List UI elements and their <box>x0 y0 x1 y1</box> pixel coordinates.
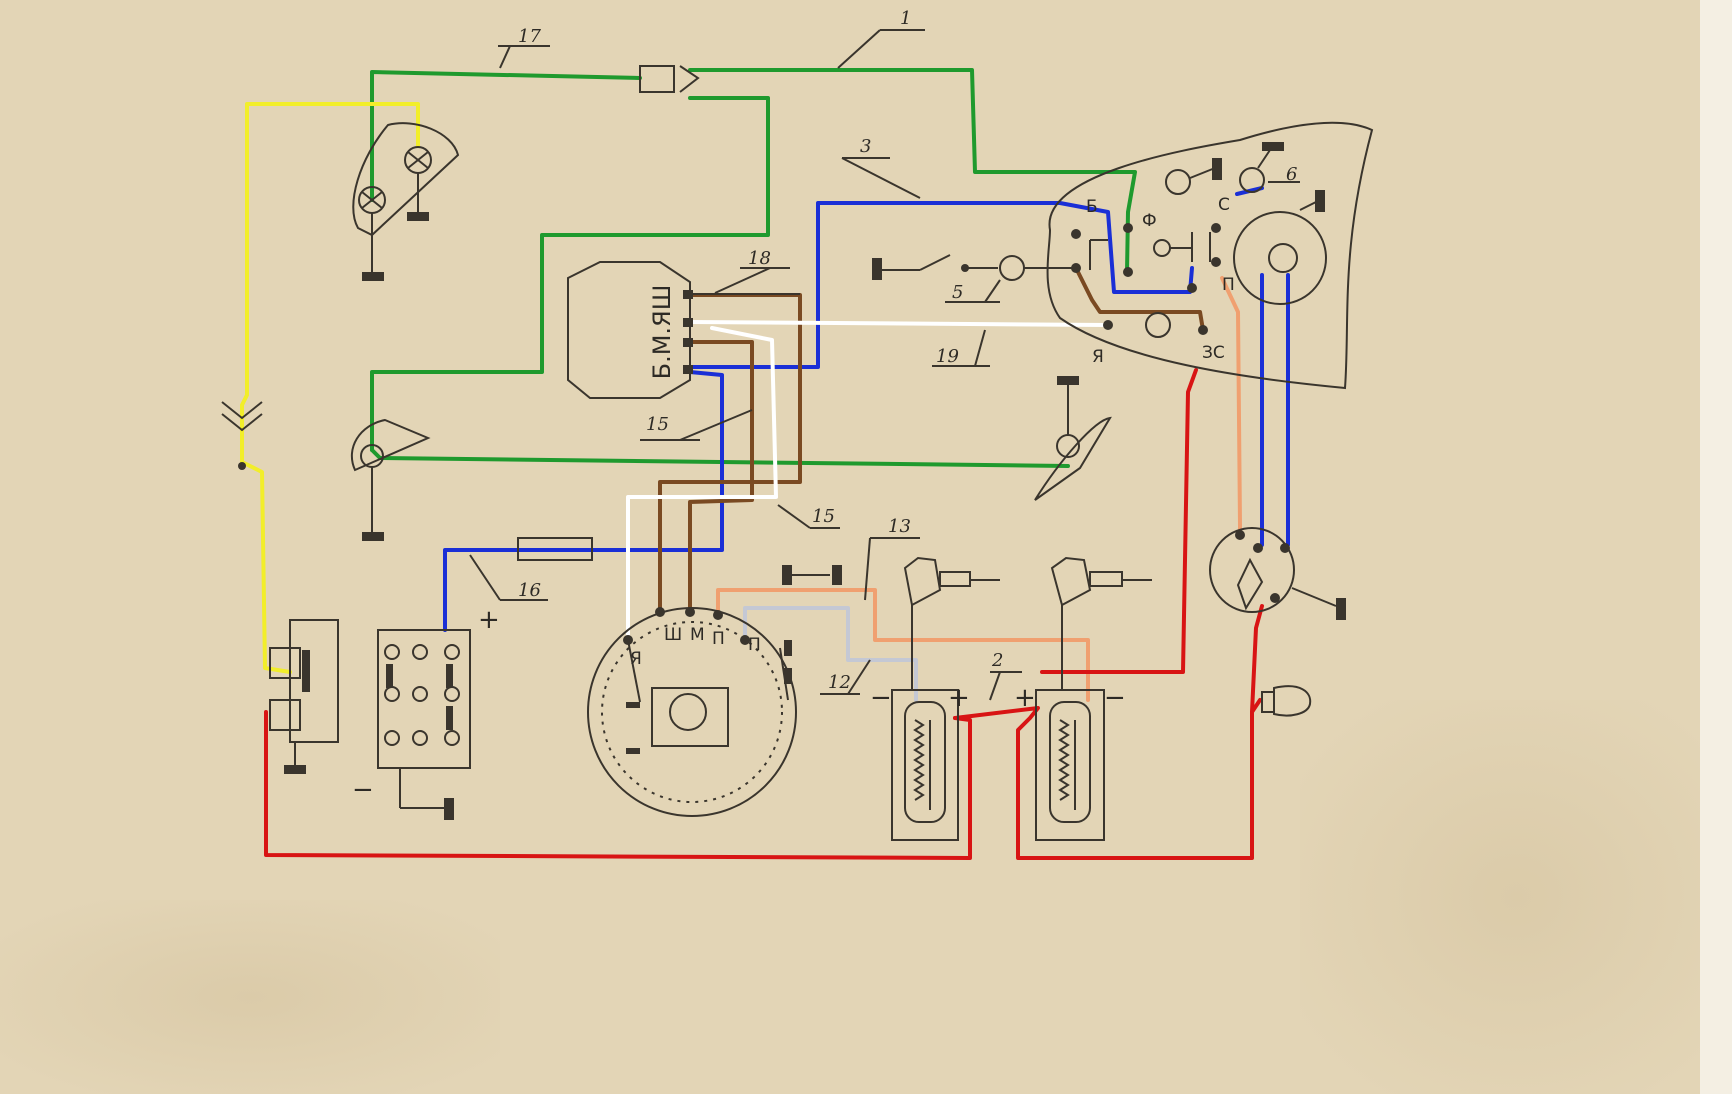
wire-green-top-right <box>688 68 1137 274</box>
battery: + − <box>352 605 500 820</box>
callout-13: 13 <box>888 516 911 537</box>
relay-label: Б.М.ЯШ <box>648 285 676 380</box>
sensor-left <box>269 619 339 774</box>
wire-yellow <box>240 102 420 674</box>
callout-5: 5 <box>952 282 963 303</box>
terminal-f: Ф <box>1142 211 1157 231</box>
wire-red-to-switch <box>1040 368 1198 674</box>
side-lamp-left <box>350 418 431 541</box>
wire-red-main <box>264 710 972 860</box>
gen-terminal-p2: П <box>748 635 761 655</box>
lamp-bulb-icon <box>1239 167 1265 193</box>
callouts: 1 17 3 6 5 18 19 15 15 16 13 12 2 <box>469 8 1300 701</box>
switch-5 <box>872 254 1076 281</box>
callout-3: 3 <box>860 136 871 157</box>
wires <box>240 68 1290 860</box>
paper-stain <box>1300 700 1732 1094</box>
callout-16: 16 <box>518 580 541 601</box>
gen-terminal-ya: Я <box>630 649 642 669</box>
connector-top <box>639 65 700 93</box>
terminal-p: П <box>1222 275 1235 295</box>
wire-grey-gen <box>743 606 918 702</box>
connector-left <box>221 401 263 470</box>
coil-right-minus-sign: − <box>1104 683 1126 713</box>
callout-15: 15 <box>646 414 669 435</box>
terminal-b: Б <box>1086 197 1098 217</box>
lamp-bulb-icon <box>1145 312 1171 338</box>
wire-green-mid <box>370 96 770 452</box>
wire-brown-relay <box>688 340 754 612</box>
coil-left-plus-sign: + <box>948 683 970 713</box>
wire-white <box>688 320 1110 327</box>
gen-terminal-m: М <box>690 625 705 645</box>
battery-minus-sign: − <box>352 775 374 805</box>
lamp-bulb-icon <box>1165 169 1191 195</box>
generator: Я Ш М П П <box>587 565 842 817</box>
callout-19: 19 <box>936 346 959 367</box>
wire-green-top-left <box>370 70 642 202</box>
terminal-zs: ЗС <box>1202 343 1225 363</box>
wire-brown-switch <box>1074 266 1205 332</box>
stop-lamp <box>1261 685 1312 717</box>
ignition-coil-right: + − <box>1014 683 1126 841</box>
wire-orange-gen <box>716 588 1090 702</box>
distributor-switch <box>1209 527 1346 620</box>
callout-2: 2 <box>991 650 1003 671</box>
spark-plug-right <box>1050 556 1152 690</box>
coil-right-plus-sign: + <box>1014 683 1036 713</box>
wire-white-down <box>626 326 778 642</box>
callout-6: 6 <box>1286 164 1297 185</box>
generator-brush-holder <box>651 687 729 747</box>
callout-14: 15 <box>812 506 835 527</box>
rear-light-housing <box>352 122 460 281</box>
fuse <box>517 537 593 561</box>
coil-left-minus-sign: − <box>870 683 892 713</box>
battery-plus-sign: + <box>478 605 500 635</box>
gen-terminal-p: П <box>712 629 725 649</box>
callout-18: 18 <box>748 248 771 269</box>
side-lamp-right <box>1034 376 1112 501</box>
terminal-ya: Я <box>1092 347 1104 367</box>
wire-red-lamp <box>1250 604 1264 714</box>
spark-plug-left <box>903 556 1000 690</box>
ignition-coil-left: − + <box>870 683 970 841</box>
wire-blue-relay <box>688 201 1194 369</box>
paper-stain-2 <box>0 900 500 1094</box>
wire-blue-ammeter <box>443 370 724 632</box>
callout-17: 17 <box>518 26 541 47</box>
callout-12: 12 <box>828 672 851 693</box>
lamp-bulb-icon <box>1268 243 1298 273</box>
callout-1: 1 <box>900 8 911 29</box>
page-edge <box>1700 0 1732 1094</box>
headlamp-reflector <box>1233 211 1327 305</box>
wire-orange-right <box>1220 276 1242 532</box>
relay-regulator: Б.М.ЯШ <box>567 261 800 399</box>
headlamp-housing: Б Ф С П Я ЗС <box>1046 121 1374 390</box>
gen-terminal-sh: Ш <box>664 625 682 645</box>
terminal-s: С <box>1218 195 1230 215</box>
